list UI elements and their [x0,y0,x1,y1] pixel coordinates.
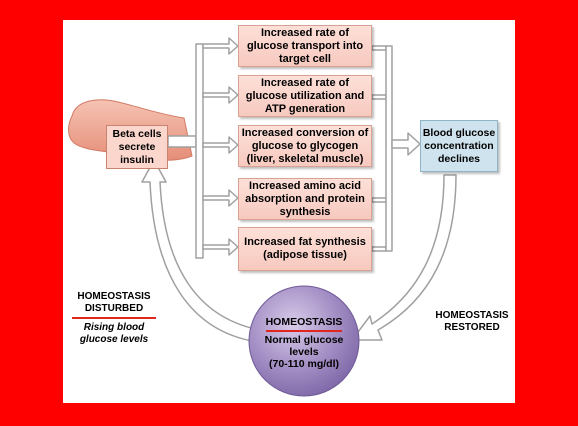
effect-box-amino-acid: Increased amino acid absorption and prot… [238,178,372,220]
effect-box-glucose-utilization: Increased rate of glucose utilization an… [238,75,372,117]
homeostasis-circle [248,285,360,397]
collect-arrows [371,45,421,252]
homeostasis-range: (70-110 mg/dl) [268,358,340,370]
disturbed-title: HOMEOSTASIS DISTURBED [72,291,156,319]
blood-glucose-label: Blood glucose concentration declines [422,126,496,165]
branch-arrows [167,37,239,259]
effect-box-glucose-transport: Increased rate of glucose transport into… [238,25,372,67]
homeostasis-text: HOMEOSTASIS Normal glucose levels (70-11… [254,316,354,370]
homeostasis-disturbed: HOMEOSTASIS DISTURBED Rising blood gluco… [72,291,156,346]
homeostasis-restored: HOMEOSTASIS RESTORED [430,310,514,334]
disturbed-subtitle: Rising blood glucose levels [79,322,149,345]
curve-arrow-restored [351,174,457,341]
blood-glucose-box: Blood glucose concentration declines [420,120,498,172]
effect-box-glycogen: Increased conversion of glucose to glyco… [238,125,372,167]
beta-cells-label: Beta cells secrete insulin [112,127,162,166]
effect-box-fat-synthesis: Increased fat synthesis (adipose tissue) [238,227,372,271]
homeostasis-title: HOMEOSTASIS [265,316,343,332]
restored-title: HOMEOSTASIS RESTORED [435,310,509,333]
beta-cells-box: Beta cells secrete insulin [106,125,168,169]
homeostasis-desc: Normal glucose levels [264,334,344,358]
